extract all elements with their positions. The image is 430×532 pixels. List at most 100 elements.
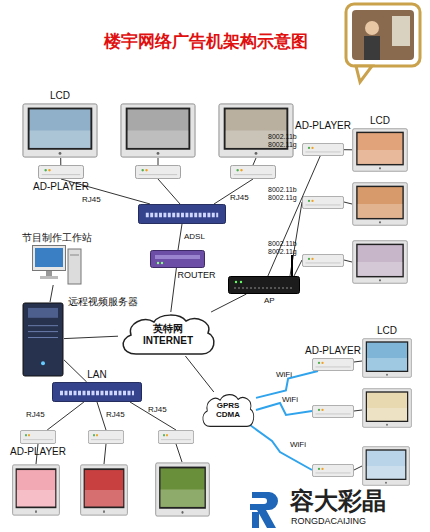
device-label: AD-PLAYER — [10, 446, 66, 458]
wire — [97, 402, 106, 430]
connector — [64, 336, 118, 338]
network-cloud: 英特网 INTERNET — [118, 312, 218, 356]
connector — [47, 402, 84, 430]
logo-mark — [252, 512, 259, 528]
device-art — [203, 395, 254, 427]
wire — [176, 444, 182, 462]
device-label: 远程视频服务器 — [68, 296, 138, 308]
link-label: RJ45 — [82, 195, 101, 204]
logo-text: 容大彩晶 — [290, 487, 386, 515]
device-shape — [362, 338, 412, 378]
wire — [214, 179, 253, 204]
ad-player — [135, 165, 180, 178]
device-label: LCD — [50, 90, 70, 102]
diagram-title: 楼宇网络广告机架构示意图 — [104, 30, 308, 53]
device-art — [353, 129, 408, 172]
ad-player — [230, 165, 275, 178]
router: ROUTER — [150, 250, 205, 268]
device-shape — [312, 358, 354, 371]
photo-frame — [346, 4, 420, 66]
wifi-link — [256, 371, 318, 398]
antenna — [291, 255, 293, 277]
device-shape — [150, 250, 205, 268]
lcd-screen — [156, 463, 210, 516]
device-art — [33, 246, 82, 285]
lcd-screen — [121, 104, 195, 157]
device-label: LCD — [370, 115, 390, 127]
device-shape — [302, 143, 344, 156]
connector — [64, 360, 87, 382]
wire — [344, 260, 352, 262]
wire — [178, 224, 182, 250]
access-point: AP — [228, 276, 300, 294]
device-label: LAN — [87, 369, 106, 381]
connector — [211, 294, 246, 312]
lcd-screen — [363, 447, 410, 486]
link-label: RJ45 — [230, 193, 249, 202]
device-shape — [32, 245, 82, 285]
device-art — [151, 251, 205, 268]
device-shape — [22, 302, 64, 377]
device-label: 英特网 INTERNET — [139, 323, 197, 346]
link-label: WiFi — [282, 395, 298, 404]
device-label: LCD — [377, 325, 397, 337]
device-label: AP — [264, 296, 275, 305]
device-art — [363, 339, 412, 378]
lcd-screen — [81, 465, 128, 515]
logo-mark — [250, 492, 278, 528]
device-label: AD-PLAYER — [33, 181, 89, 193]
wire — [344, 202, 352, 204]
wifi-bolt — [256, 403, 312, 415]
connector — [60, 158, 61, 165]
speech-tail — [356, 66, 372, 82]
connector — [344, 149, 352, 150]
video-server: 远程视频服务器 — [22, 302, 64, 377]
device-art — [312, 358, 353, 370]
ad-player — [312, 464, 353, 476]
device-shape — [52, 382, 142, 402]
ad-player — [88, 430, 123, 443]
photo-person — [365, 21, 379, 35]
lcd-screen — [353, 241, 408, 284]
device-label: ROUTER — [178, 270, 216, 280]
link-label: 8002.11b 8002.11g — [268, 186, 300, 202]
workstation: 节目制作工作站 — [32, 245, 82, 285]
device-art — [23, 104, 97, 157]
link-label: WiFi — [276, 370, 292, 379]
lcd-screen: LCD — [352, 128, 408, 172]
device-art — [229, 277, 300, 294]
connector — [268, 156, 320, 276]
device-label: AD-PLAYER — [295, 120, 351, 132]
wire — [290, 202, 302, 276]
device-label: 节目制作工作站 — [22, 232, 92, 244]
wire-group — [36, 158, 362, 470]
device-art — [53, 382, 142, 401]
wire — [104, 444, 106, 464]
network-cloud: GPRS CDMA — [200, 392, 256, 428]
wire — [158, 158, 159, 165]
logo-text: RONGDACAIJING — [291, 516, 366, 526]
connector — [185, 356, 213, 392]
device-label: GPRS CDMA — [212, 401, 244, 419]
device-shape — [228, 276, 300, 294]
device-label: AD-PLAYER — [305, 345, 361, 357]
device-shape — [22, 103, 98, 158]
ad-player: AD-PLAYER — [302, 143, 344, 156]
wire — [294, 260, 302, 276]
ad-player — [158, 430, 193, 443]
device-shape — [352, 128, 408, 172]
lcd-screen: LCD — [22, 103, 98, 158]
wire — [354, 466, 362, 470]
device-shape — [38, 165, 84, 179]
wire — [253, 158, 256, 165]
ad-player — [302, 254, 343, 266]
link-label: RJ45 — [106, 410, 125, 419]
device-art — [23, 303, 63, 376]
link-label: RJ45 — [26, 410, 45, 419]
device-art — [302, 143, 343, 155]
photo-person — [364, 36, 380, 60]
ad-player — [312, 405, 353, 417]
connector — [50, 285, 53, 302]
ad-player — [302, 196, 343, 208]
